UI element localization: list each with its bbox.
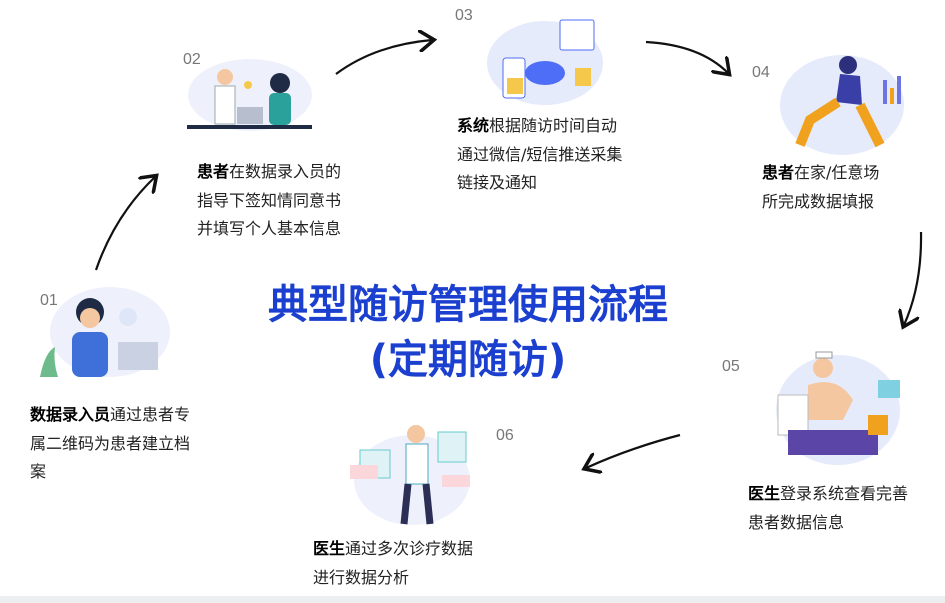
step-02-number: 02 [183,51,201,68]
step-04-line: 所完成数据填报 [762,191,875,211]
step-01-line: 案 [30,462,47,481]
step-05-line: 患者数据信息 [748,512,845,532]
step-01-line: 通过患者专 [110,405,191,424]
step-03-actor: 系统 [457,116,490,135]
data-entry-clerk-illustration [40,287,170,377]
title-line-1: 典型随访管理使用流程 [268,282,668,328]
step-03-line: 通过微信/短信推送采集 [457,144,623,164]
step-01-number: 01 [40,292,58,309]
arrow-03-04 [645,40,728,73]
step-04-line: 在家/任意场 [794,163,880,182]
step-06-line: 进行数据分析 [313,567,410,587]
doctor-review-illustration [776,351,900,465]
step-03-text: 系统根据随访时间自动通过微信/短信推送采集链接及通知 [457,112,622,198]
step-01-text: 数据录入员通过患者专属二维码为患者建立档案 [30,401,190,487]
step-06-actor: 医生 [313,539,346,558]
arrow-02-03 [335,40,432,75]
step-04-actor: 患者 [762,163,795,182]
arrow-05-06 [586,433,681,468]
footer-strip [0,596,945,603]
step-05-number: 05 [722,358,740,375]
step-02-actor: 患者 [197,162,230,181]
step-06-text: 医生通过多次诊疗数据进行数据分析 [313,535,473,592]
step-02-line: 指导下签知情同意书 [197,190,342,210]
system-push-illustration [487,19,603,105]
step-06-number: 06 [496,427,514,444]
title-line-2: (定期随访) [369,337,567,383]
step-04-number: 04 [752,64,770,81]
patient-consent-illustration [187,59,312,131]
step-05-line: 登录系统查看完善 [780,484,909,503]
step-04-text: 患者在家/任意场所完成数据填报 [762,159,879,216]
step-02-line: 并填写个人基本信息 [197,219,342,238]
step-03-line: 根据随访时间自动 [489,116,618,135]
step-06-line: 通过多次诊疗数据 [345,539,474,558]
arrow-04-05 [904,231,923,325]
patient-home-illustration [780,55,904,155]
step-01-actor: 数据录入员 [30,405,111,424]
doctor-analysis-illustration [350,425,470,525]
step-03-number: 03 [455,7,473,24]
arrow-01-02 [94,177,155,271]
step-05-actor: 医生 [748,484,781,503]
step-02-line: 在数据录入员的 [229,162,342,181]
diagram-title: 典型随访管理使用流程 (定期随访) [200,278,736,388]
step-01-line: 属二维码为患者建立档 [30,433,191,453]
step-02-text: 患者在数据录入员的指导下签知情同意书并填写个人基本信息 [197,158,341,244]
step-03-line: 链接及通知 [457,173,538,192]
step-05-text: 医生登录系统查看完善患者数据信息 [748,480,908,537]
